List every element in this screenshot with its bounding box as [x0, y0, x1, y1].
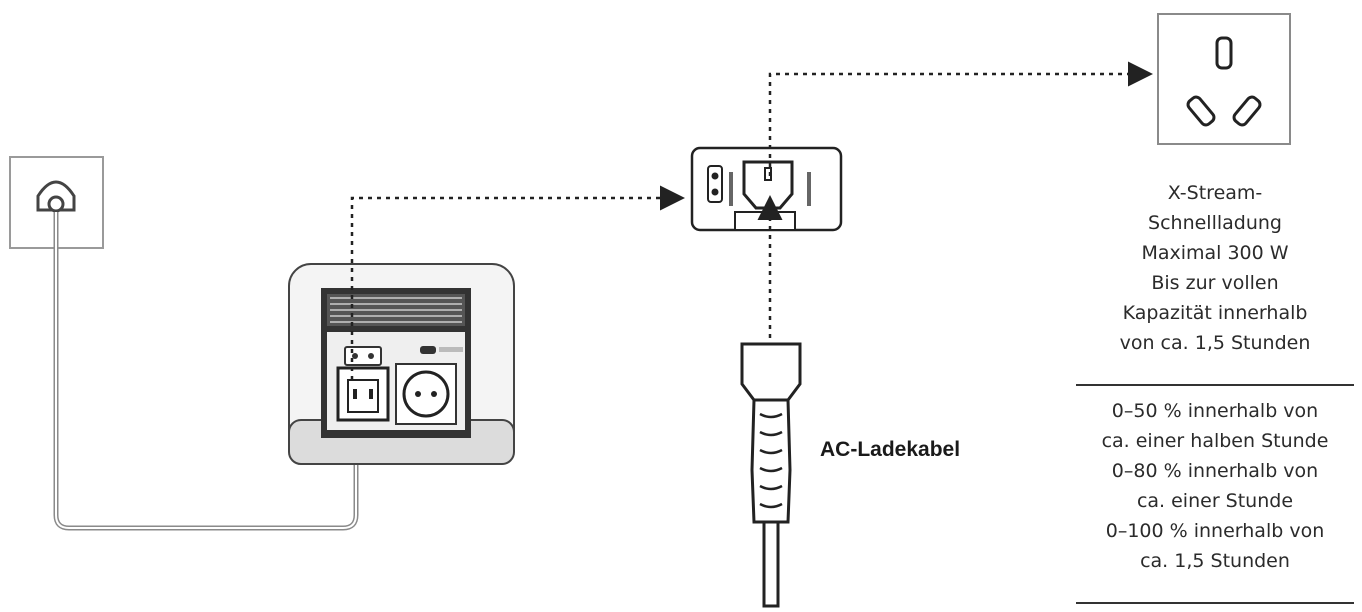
- ac-input-panel-icon: [690, 146, 843, 232]
- charging-times: 0–50 % innerhalb von ca. einer halben St…: [1074, 396, 1356, 576]
- divider: [1076, 602, 1354, 604]
- ac-cable-label: AC-Ladekabel: [820, 438, 961, 461]
- ac-cable-plug-icon: [740, 342, 802, 608]
- ac-input-port-icon: [336, 366, 390, 422]
- divider: [1076, 384, 1354, 386]
- info-line: Kapazität innerhalb: [1122, 302, 1308, 324]
- info-line: 0–80 % innerhalb von: [1111, 460, 1319, 482]
- info-line: 0–50 % innerhalb von: [1111, 400, 1319, 422]
- arrow-to-port: [350, 185, 685, 380]
- info-line: Schnellladung: [1148, 212, 1282, 234]
- charging-info: X-Stream- Schnellladung Maximal 300 W Bi…: [1074, 178, 1356, 358]
- info-line: ca. einer Stunde: [1136, 490, 1294, 512]
- info-line: X-Stream-: [1167, 182, 1263, 204]
- info-line: 0–100 % innerhalb von: [1105, 520, 1325, 542]
- info-line: Maximal 300 W: [1141, 242, 1289, 264]
- info-line: ca. 1,5 Stunden: [1140, 550, 1290, 572]
- arrow-to-outlet: [768, 61, 1153, 176]
- mains-outlet-icon: [1157, 13, 1291, 145]
- info-line: Bis zur vollen: [1151, 272, 1279, 294]
- info-line: von ca. 1,5 Stunden: [1119, 332, 1311, 354]
- ac-outlet-icon: [395, 363, 457, 425]
- info-line: ca. einer halben Stunde: [1101, 430, 1329, 452]
